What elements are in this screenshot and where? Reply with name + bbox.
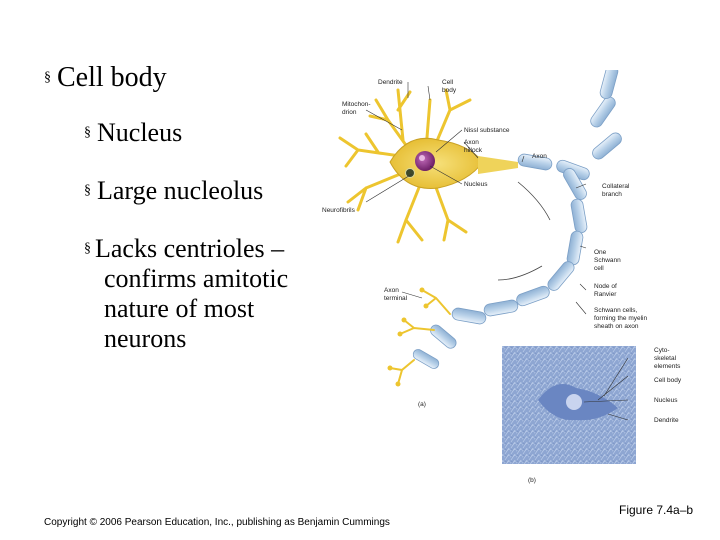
- micrograph-nucleus: [566, 394, 582, 410]
- label-panel-a: (a): [418, 401, 426, 408]
- direction-arrow: [517, 181, 551, 221]
- label-axon: Axon: [532, 153, 547, 160]
- bullet-text-line3: nature of most: [104, 294, 255, 323]
- label-collateral-1: Collateral: [602, 183, 630, 190]
- label-myelin-2: forming the myelin: [594, 315, 647, 322]
- direction-arrow: [497, 265, 543, 281]
- myelin-sheath: [412, 70, 622, 369]
- label-panel-b: (b): [528, 477, 536, 484]
- bullet-text-line4: neurons: [104, 324, 187, 353]
- label-cyto-3: elements: [654, 363, 681, 370]
- bullet-marker: §: [84, 241, 91, 256]
- figure-reference: Figure 7.4a–b: [619, 503, 694, 517]
- nucleus-shape: [415, 151, 435, 171]
- label-schwann-3: cell: [594, 265, 604, 272]
- label-hillock-2: hillock: [464, 147, 483, 154]
- label-terminal-1: Axon: [384, 287, 399, 294]
- label-nucleus-a: Nucleus: [464, 181, 488, 188]
- leader-lines: [365, 82, 629, 421]
- nucleolus-shape: [419, 155, 425, 161]
- label-mito-1: Mitochon-: [342, 101, 371, 108]
- label-myelin-1: Schwann cells,: [594, 307, 638, 314]
- label-cell-body-b: Cell body: [654, 377, 682, 384]
- label-nucleus-b: Nucleus: [654, 397, 678, 404]
- label-terminal-2: terminal: [384, 295, 408, 302]
- neuron-figure: Dendrite Cell body Mitochon- drion Nissl…: [322, 70, 682, 484]
- bullet-text-line1: Lacks centrioles –: [95, 234, 285, 263]
- label-myelin-3: sheath on axon: [594, 323, 639, 330]
- label-ranvier-1: Node of: [594, 283, 617, 290]
- bullet-text: Large nucleolus: [97, 176, 264, 205]
- bullet-marker: §: [84, 183, 91, 198]
- label-cell-body-1: Cell: [442, 79, 454, 86]
- copyright-text: Copyright © 2006 Pearson Education, Inc.…: [44, 517, 390, 528]
- bullet-marker: §: [84, 125, 91, 140]
- label-mito-2: drion: [342, 109, 357, 116]
- bullet-text: Cell body: [57, 62, 167, 93]
- bullet-centrioles: § Lacks centrioles – confirms amitotic na…: [84, 234, 374, 354]
- label-cyto-2: skeletal: [654, 355, 677, 362]
- bullet-nucleolus: § Large nucleolus: [84, 176, 263, 206]
- label-dendrite-a: Dendrite: [378, 79, 403, 86]
- mitochondrion-shape: [405, 168, 415, 178]
- label-neurofibrils: Neurofibrils: [322, 207, 356, 214]
- label-cell-body-2: body: [442, 87, 457, 94]
- bullet-text-line2: confirms amitotic: [104, 264, 289, 293]
- label-schwann-1: One: [594, 249, 607, 256]
- label-collateral-2: branch: [602, 191, 622, 198]
- bullet-cell-body: § Cell body: [44, 62, 167, 94]
- terminal-boutons: [387, 287, 429, 387]
- label-dendrite-b: Dendrite: [654, 417, 679, 424]
- label-ranvier-2: Ranvier: [594, 291, 617, 298]
- axon-hillock-shape: [478, 156, 518, 174]
- bullet-marker: §: [44, 70, 51, 85]
- figure-labels: Dendrite Cell body Mitochon- drion Nissl…: [322, 79, 682, 484]
- bullet-text: Nucleus: [97, 118, 183, 147]
- axon-terminals: [389, 289, 451, 385]
- label-hillock-1: Axon: [464, 139, 479, 146]
- label-cyto-1: Cyto-: [654, 347, 670, 354]
- bullet-nucleus: § Nucleus: [84, 118, 182, 148]
- label-schwann-2: Schwann: [594, 257, 621, 264]
- dendrites: [338, 88, 472, 244]
- label-nissl: Nissl substance: [464, 127, 510, 134]
